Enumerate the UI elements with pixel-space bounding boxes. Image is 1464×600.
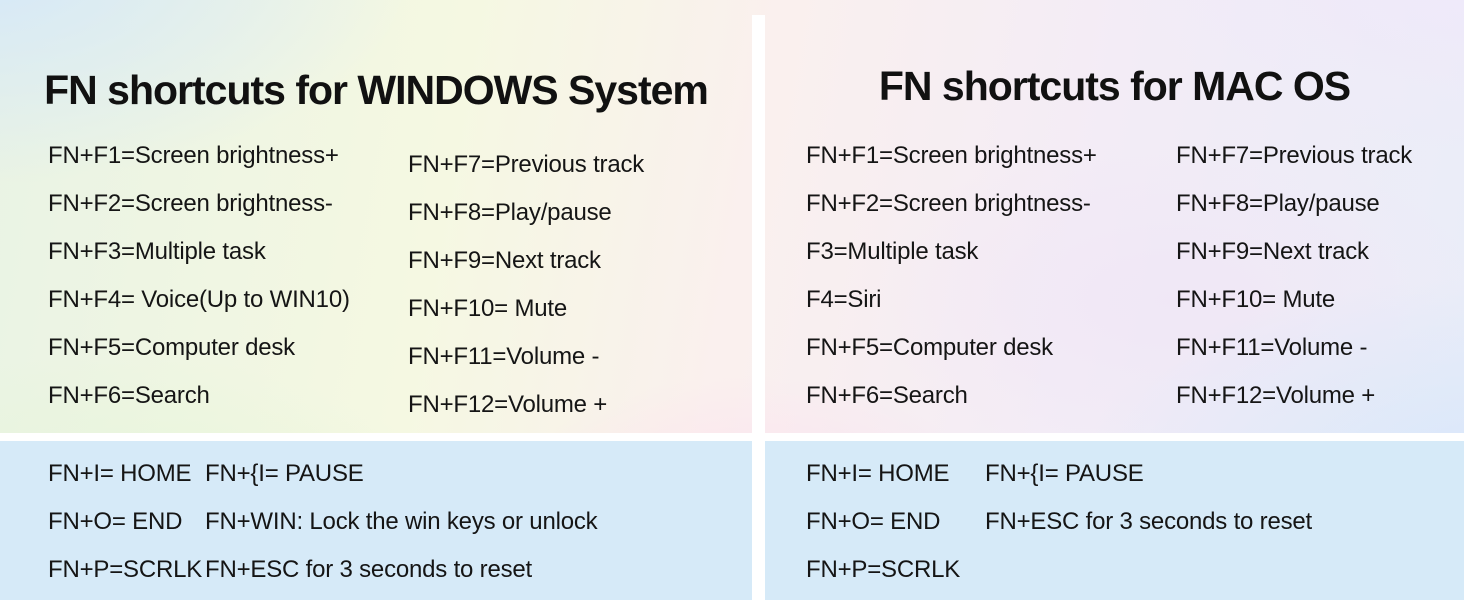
shortcut-item: FN+F8=Play/pause (408, 199, 612, 226)
shortcut-item: FN+P=SCRLK (48, 556, 203, 583)
shortcut-item: FN+I= HOME (48, 460, 192, 487)
shortcut-item: FN+F1=Screen brightness+ (48, 142, 339, 169)
shortcut-item: FN+F11=Volume - (1176, 334, 1368, 361)
shortcut-item: FN+F6=Search (48, 382, 210, 409)
shortcut-item: F4=Siri (806, 286, 882, 313)
mac-extra-list-col2: FN+{I= PAUSE FN+ESC for 3 seconds to res… (985, 450, 1312, 546)
shortcut-item: FN+{I= PAUSE (205, 460, 364, 487)
shortcut-item: FN+O= END (806, 508, 941, 535)
windows-shortcut-list-col1: FN+F1=Screen brightness+ FN+F2=Screen br… (48, 132, 350, 420)
shortcut-item: F3=Multiple task (806, 238, 979, 265)
shortcut-item: FN+F7=Previous track (1176, 142, 1413, 169)
shortcut-item: FN+F4= Voice(Up to WIN10) (48, 286, 350, 313)
shortcut-item: FN+F2=Screen brightness- (806, 190, 1091, 217)
shortcut-item: FN+F10= Mute (408, 295, 568, 322)
windows-shortcut-list-col2: FN+F7=Previous track FN+F8=Play/pause FN… (408, 141, 644, 429)
windows-extra-list-col2: FN+{I= PAUSE FN+WIN: Lock the win keys o… (205, 450, 598, 594)
shortcut-item: FN+{I= PAUSE (985, 460, 1144, 487)
shortcut-item: FN+WIN: Lock the win keys or unlock (205, 508, 598, 535)
shortcut-item: FN+I= HOME (806, 460, 950, 487)
shortcut-item: FN+F9=Next track (1176, 238, 1369, 265)
shortcut-item: FN+F1=Screen brightness+ (806, 142, 1097, 169)
shortcut-item: FN+F12=Volume + (1176, 382, 1376, 409)
shortcut-item: FN+P=SCRLK (806, 556, 961, 583)
shortcut-item: FN+F5=Computer desk (806, 334, 1053, 361)
vertical-divider (752, 15, 765, 600)
shortcut-item: FN+O= END (48, 508, 183, 535)
mac-extra-list-col1: FN+I= HOME FN+O= END FN+P=SCRLK (806, 450, 960, 594)
mac-shortcut-list-col2: FN+F7=Previous track FN+F8=Play/pause FN… (1176, 132, 1412, 420)
mac-panel-title: FN shortcuts for MAC OS (878, 63, 1351, 109)
mac-extra-keys-box (765, 441, 1464, 600)
windows-extra-list-col1: FN+I= HOME FN+O= END FN+P=SCRLK (48, 450, 202, 594)
windows-panel-title: FN shortcuts for WINDOWS System (44, 67, 709, 113)
horizontal-divider (0, 433, 1464, 441)
windows-extra-keys-box (0, 441, 752, 600)
shortcut-item: FN+F8=Play/pause (1176, 190, 1380, 217)
shortcut-item: FN+F2=Screen brightness- (48, 190, 333, 217)
shortcut-item: FN+F6=Search (806, 382, 968, 409)
shortcut-item: FN+F9=Next track (408, 247, 601, 274)
shortcut-item: FN+F10= Mute (1176, 286, 1336, 313)
mac-shortcut-list-col1: FN+F1=Screen brightness+ FN+F2=Screen br… (806, 132, 1097, 420)
shortcut-item: FN+F3=Multiple task (48, 238, 266, 265)
shortcut-item: FN+ESC for 3 seconds to reset (205, 556, 533, 583)
shortcut-item: FN+F7=Previous track (408, 151, 645, 178)
shortcut-item: FN+ESC for 3 seconds to reset (985, 508, 1313, 535)
shortcut-item: FN+F12=Volume + (408, 391, 608, 418)
shortcut-item: FN+F11=Volume - (408, 343, 600, 370)
shortcut-item: FN+F5=Computer desk (48, 334, 295, 361)
